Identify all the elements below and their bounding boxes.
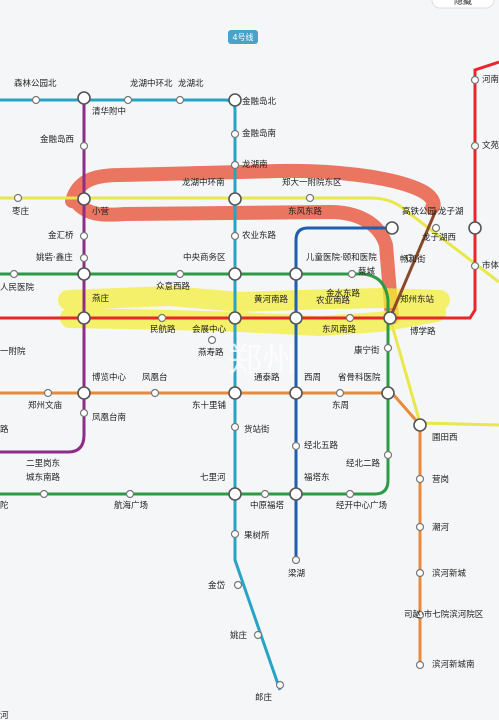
station-label: 福塔东 bbox=[304, 472, 330, 483]
station-label: 东风东路 bbox=[288, 206, 323, 217]
line-3 bbox=[0, 98, 86, 454]
station-label: 陀 bbox=[0, 500, 9, 511]
line-badge-label: 4号线 bbox=[232, 32, 253, 42]
station-label: 民航路 bbox=[150, 324, 176, 335]
station-label: 营岗 bbox=[432, 474, 449, 485]
station-label: 城东南路 bbox=[26, 472, 61, 483]
station-label: 姚庄 bbox=[230, 630, 248, 641]
station-label: 枣庄 bbox=[12, 206, 30, 217]
red-highlight-loop bbox=[65, 163, 441, 325]
station-label: 燕寿路 bbox=[198, 347, 224, 358]
station-label: 龙湖中环南 bbox=[182, 177, 225, 188]
station-label: 龙子湖西 bbox=[422, 232, 456, 243]
station-label: 郑大一附院东区 bbox=[282, 177, 342, 188]
station-label: 金岱 bbox=[208, 580, 226, 591]
station-label: 小营 bbox=[92, 206, 109, 217]
station-label: 省骨科医院 bbox=[338, 372, 381, 383]
station-label: 七里河 bbox=[200, 472, 226, 483]
station-label: 货站街 bbox=[244, 424, 270, 435]
station-label: 郑州东站 bbox=[400, 294, 435, 305]
station-label: 东周 bbox=[332, 400, 349, 411]
station-label: 龙湖南 bbox=[242, 159, 268, 170]
regular-stations bbox=[9, 75, 480, 690]
station-label: 康宁街 bbox=[354, 345, 380, 356]
station-label: 路 bbox=[0, 424, 9, 435]
station-label: 高铁公园 bbox=[402, 206, 436, 217]
station-label: 农业东路 bbox=[242, 230, 277, 241]
station-labels: 森林公园北 清华附中 龙湖中环北 龙湖北 金融岛北 金融岛西 金融岛南 龙湖南 … bbox=[0, 74, 499, 720]
station-label: 一附院 bbox=[0, 346, 26, 357]
station-label: 文苑 bbox=[482, 140, 499, 151]
station-label: 河南 bbox=[482, 74, 499, 85]
station-label: 姚砦·鑫庄 bbox=[36, 252, 73, 263]
station-label: 梁湖 bbox=[288, 569, 305, 579]
line-badge[interactable]: 4号线 bbox=[228, 30, 258, 44]
station-label: 龙湖北 bbox=[178, 78, 204, 89]
station-label: 中原福塔 bbox=[250, 500, 285, 511]
station-label: 会展中心 bbox=[192, 324, 227, 335]
station-label: 西周 bbox=[304, 373, 321, 383]
station-label: 博览中心 bbox=[92, 372, 127, 383]
line-2-upper bbox=[0, 196, 499, 284]
station-label: 金水东路 bbox=[326, 288, 361, 299]
station-label: 通泰路 bbox=[254, 372, 280, 383]
station-label: 航海广场 bbox=[114, 500, 148, 511]
station-label: 金融岛西 bbox=[40, 134, 74, 145]
hide-button[interactable]: 隐藏 bbox=[431, 0, 495, 9]
line-6 bbox=[294, 226, 390, 560]
station-label: 中央商务区 bbox=[183, 252, 226, 263]
station-label: 郑州文庙 bbox=[28, 400, 63, 411]
station-label: 潮河 bbox=[432, 522, 450, 533]
station-label: 众意西路 bbox=[156, 281, 191, 292]
station-label: 经北五路 bbox=[304, 440, 339, 451]
station-label: 儿童医院·颐和医院 bbox=[306, 252, 377, 263]
interchange-stations bbox=[77, 91, 482, 501]
station-label: 滨河新城 bbox=[432, 568, 467, 579]
station-label: 经北二路 bbox=[346, 458, 381, 469]
station-label: 畅和街 bbox=[400, 254, 426, 265]
watermark: 郑州 bbox=[228, 341, 296, 381]
station-label: 东十里铺 bbox=[192, 400, 227, 411]
station-label: 经开中心广场 bbox=[336, 500, 387, 511]
station-label: 金融岛北 bbox=[242, 96, 277, 107]
station-label: 滨河新城南 bbox=[432, 659, 475, 670]
station-label: 圃田西 bbox=[432, 433, 458, 443]
station-label: 森林公园北 bbox=[14, 78, 57, 89]
station-label: 龙湖中环北 bbox=[130, 78, 173, 89]
station-label: 清华附中 bbox=[92, 106, 126, 117]
station-label: 市体 bbox=[482, 260, 499, 271]
station-label: 龙子湖 bbox=[438, 206, 464, 217]
station-label: 二里岗东 bbox=[26, 458, 60, 469]
station-label: 司赵·市七院滨河院区 bbox=[404, 609, 484, 620]
station-label: 东风南路 bbox=[322, 324, 357, 335]
line-10 bbox=[0, 391, 422, 665]
line-link-east bbox=[388, 209, 438, 319]
station-label: 金融岛南 bbox=[242, 128, 276, 139]
station-label: 蔡城 bbox=[358, 266, 376, 277]
station-label: 燕庄 bbox=[92, 293, 110, 304]
station-label: 博学路 bbox=[410, 326, 436, 337]
station-label: 农业南路 bbox=[316, 295, 351, 306]
station-label: 郎庄 bbox=[255, 692, 273, 703]
station-label: 凤凰台南 bbox=[92, 412, 126, 423]
hide-button-label: 隐藏 bbox=[454, 0, 472, 7]
station-label: 凤凰台 bbox=[142, 372, 168, 383]
station-label: 人民医院 bbox=[0, 282, 35, 293]
station-label: 黄河南路 bbox=[254, 294, 289, 305]
station-label: 果树所 bbox=[244, 530, 270, 541]
line-1 bbox=[0, 60, 499, 320]
station-label: 河 bbox=[0, 710, 9, 720]
station-label: 金汇桥 bbox=[48, 230, 74, 241]
